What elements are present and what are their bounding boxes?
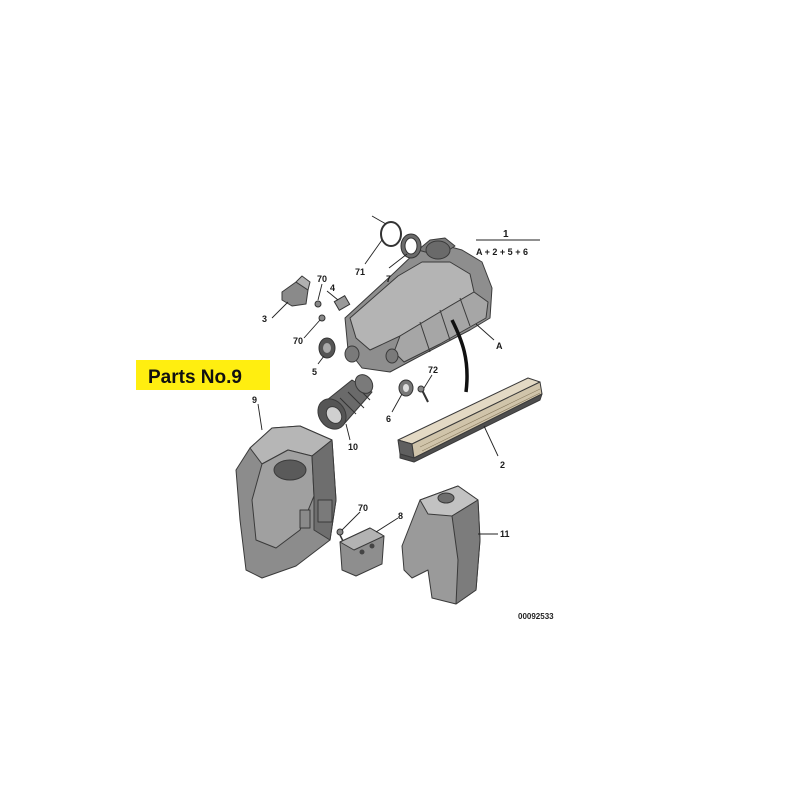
banner-background [136,360,270,390]
callout-11: 11 [500,529,510,539]
callout-72: 72 [428,365,438,375]
part-7-seal [400,233,422,259]
part-5-grommet [318,337,336,359]
reference-number: 00092533 [518,612,554,621]
part-70-screw-mid [318,314,326,322]
part-71-clip [371,215,402,247]
banner-label: Parts No.9 [148,367,242,388]
part-11-cover [401,485,481,605]
part-4-clip [333,294,351,312]
callout-8: 8 [398,511,403,521]
part-70-screw-top [314,300,322,308]
parts-banner: Parts No.9 [136,360,270,390]
part-8-bracket [339,527,385,577]
callout-5: 5 [312,367,317,377]
callout-70-bottom: 70 [358,503,368,513]
callout-2: 2 [500,460,505,470]
callout-3: 3 [262,314,267,324]
callout-6: 6 [386,414,391,424]
part-72-screw [417,385,429,403]
part-6-grommet [398,379,414,397]
leader-lines [257,239,540,535]
part-2-filter-element [397,377,543,463]
air-filter-housing-a [344,237,493,393]
part-70-screw-bottom [336,528,344,542]
callout-kit-contents: A + 2 + 5 + 6 [476,247,528,257]
part-10-bellows-hose [317,374,374,430]
callout-labels: 1 A + 2 + 5 + 6 71 7 70 4 3 70 5 A 72 6 … [252,229,554,621]
callout-71: 71 [355,267,365,277]
part-9-lower-housing [235,425,337,579]
callout-a: A [496,341,503,351]
callout-4: 4 [330,283,335,293]
callout-kit-number: 1 [503,229,509,240]
callout-9: 9 [252,395,257,405]
callout-70-top: 70 [317,274,327,284]
callout-7: 7 [386,274,391,284]
part-3-sensor [281,275,311,307]
callout-10: 10 [348,442,358,452]
callout-70-mid: 70 [293,336,303,346]
